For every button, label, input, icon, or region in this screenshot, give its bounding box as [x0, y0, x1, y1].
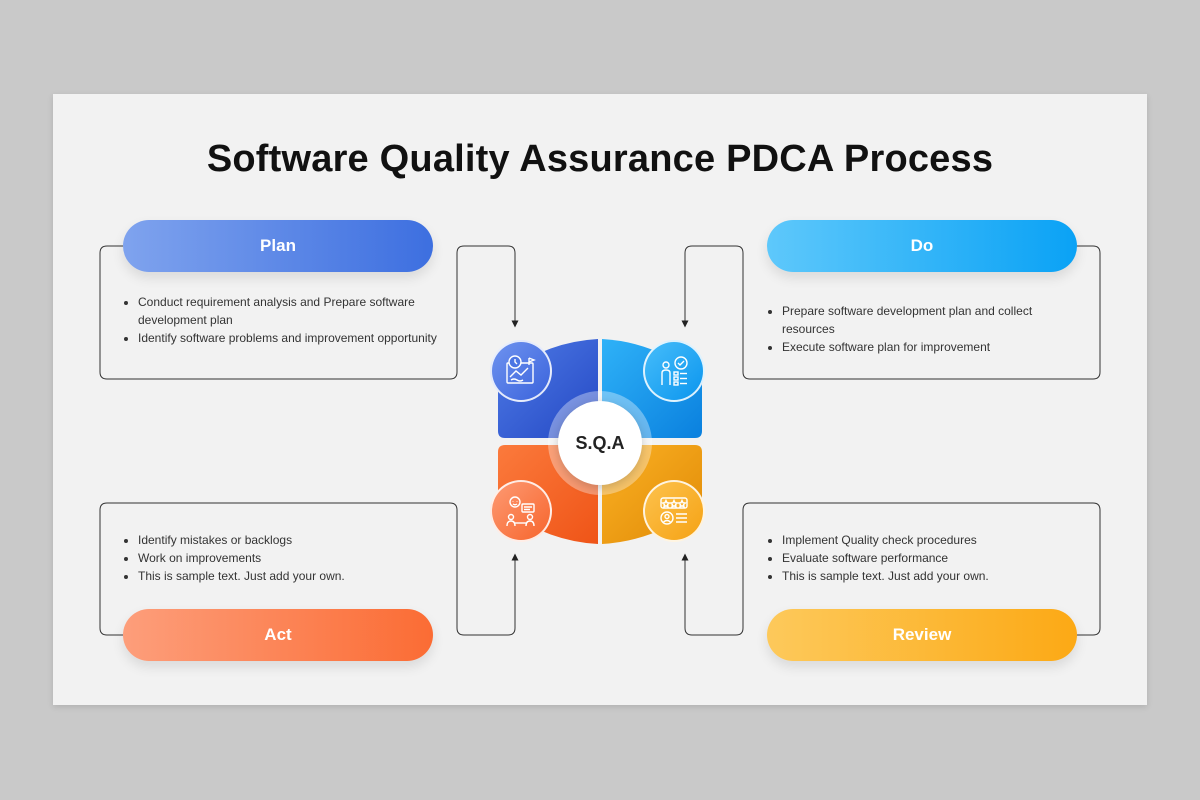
plan-bullets: Conduct requirement analysis and Prepare…	[116, 293, 458, 347]
do-label: Do	[767, 220, 1077, 272]
page-title: Software Quality Assurance PDCA Process	[206, 138, 994, 180]
list-item: Execute software plan for improvement	[782, 338, 1082, 356]
review-bullets: Implement Quality check procedures Evalu…	[760, 531, 1082, 585]
checklist-person-icon	[643, 340, 705, 402]
center-hub: S.Q.A	[558, 401, 642, 485]
list-item: Identify software problems and improveme…	[138, 329, 458, 347]
list-item: This is sample text. Just add your own.	[782, 567, 1082, 585]
strategy-board-icon	[490, 340, 552, 402]
list-item: This is sample text. Just add your own.	[138, 567, 458, 585]
plan-label: Plan	[123, 220, 433, 272]
list-item: Work on improvements	[138, 549, 458, 567]
act-label: Act	[123, 609, 433, 661]
review-label: Review	[767, 609, 1077, 661]
list-item: Conduct requirement analysis and Prepare…	[138, 293, 458, 329]
slide: Software Quality Assurance PDCA Process	[53, 94, 1147, 705]
list-item: Implement Quality check procedures	[782, 531, 1082, 549]
do-bullets: Prepare software development plan and co…	[760, 302, 1082, 356]
list-item: Evaluate software performance	[782, 549, 1082, 567]
list-item: Identify mistakes or backlogs	[138, 531, 458, 549]
list-item: Prepare software development plan and co…	[782, 302, 1082, 338]
team-discussion-icon	[490, 480, 552, 542]
star-rating-icon	[643, 480, 705, 542]
act-bullets: Identify mistakes or backlogs Work on im…	[116, 531, 458, 585]
